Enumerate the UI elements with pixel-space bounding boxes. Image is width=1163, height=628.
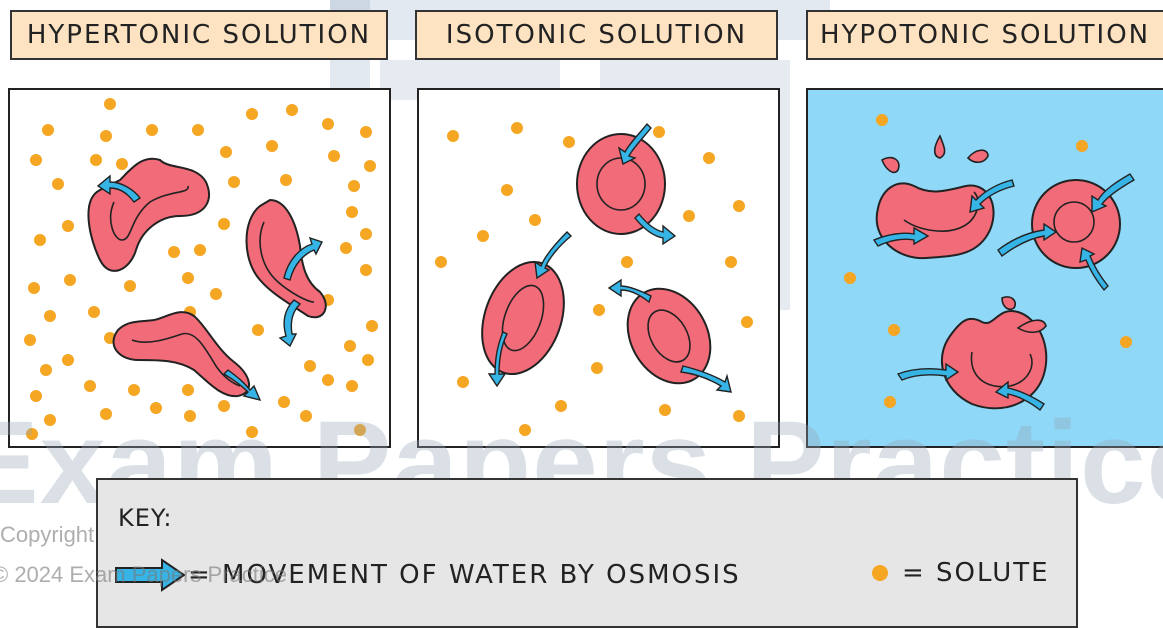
key-solute-label: = SOLUTE: [902, 558, 1050, 588]
isotonic-illustration: [419, 90, 780, 448]
key-water-row: = MOVEMENT OF WATER BY OSMOSIS: [114, 558, 741, 592]
solute-dot-icon: [870, 563, 890, 583]
shrunken-cell-2: [247, 200, 326, 317]
key-solute-row: = SOLUTE: [870, 558, 1050, 588]
solute-dots: [24, 98, 378, 440]
key-title: KEY:: [118, 504, 172, 532]
panel-title-hypertonic: HYPERTONIC SOLUTION: [10, 10, 388, 60]
isotonic-panel: [417, 88, 780, 448]
hypotonic-illustration: [808, 90, 1163, 448]
key-box: KEY: = MOVEMENT OF WATER BY OSMOSIS = SO…: [96, 478, 1078, 628]
shrunken-cell-1: [88, 159, 209, 271]
shrunken-cell-3: [114, 312, 249, 396]
hypertonic-panel: [8, 88, 391, 448]
hypertonic-illustration: [10, 90, 391, 448]
panel-title-hypotonic: HYPOTONIC SOLUTION: [806, 10, 1163, 60]
normal-cell-2: [467, 251, 578, 386]
copyright-line-1: Copyright: [0, 522, 94, 548]
water-movement-arrow-icon: [114, 558, 186, 592]
panel-title-isotonic: ISOTONIC SOLUTION: [415, 10, 778, 60]
swollen-cell-3: [942, 297, 1046, 408]
key-water-label: = MOVEMENT OF WATER BY OSMOSIS: [188, 560, 741, 590]
hypotonic-panel: [806, 88, 1163, 448]
